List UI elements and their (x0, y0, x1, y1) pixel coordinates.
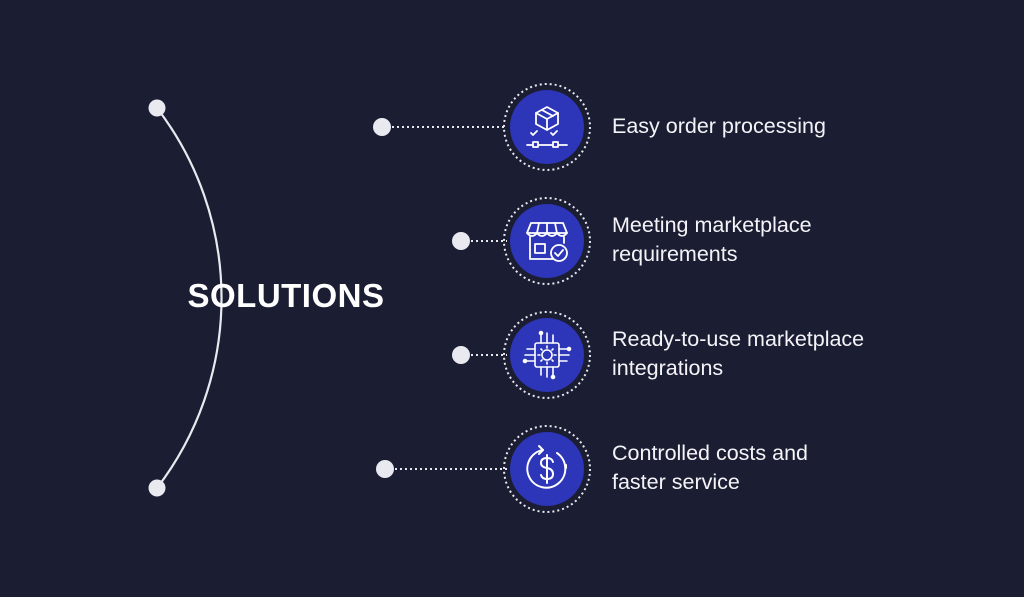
icon-badge-3 (503, 311, 591, 399)
label-line: Controlled costs and (612, 441, 808, 465)
arc-end-dot-top (148, 99, 166, 117)
icon-badge-1 (503, 83, 591, 171)
connector-1 (373, 118, 507, 136)
diagram-title: SOLUTIONS (187, 277, 385, 314)
arc-end-dot-bottom (148, 479, 166, 497)
box-conveyor-icon (526, 106, 568, 148)
chip-gear-icon (522, 330, 572, 380)
solution-label-2: Meeting marketplace requirements (612, 211, 942, 269)
solutions-arc (156, 107, 223, 489)
connector-3 (452, 346, 507, 364)
icon-badge-2 (503, 197, 591, 285)
solution-label-1: Easy order processing (612, 112, 942, 141)
label-line: Meeting marketplace (612, 213, 812, 237)
label-line: Easy order processing (612, 114, 826, 138)
connector-4 (376, 460, 507, 478)
connector-dot-4 (376, 460, 394, 478)
connector-dot-3 (452, 346, 470, 364)
storefront-check-icon (526, 222, 568, 262)
connector-dot-1 (373, 118, 391, 136)
label-line: requirements (612, 242, 738, 266)
connector-2 (452, 232, 507, 250)
label-line: integrations (612, 356, 724, 380)
connector-dot-2 (452, 232, 470, 250)
solution-label-3: Ready-to-use marketplace integrations (612, 325, 942, 383)
label-line: Ready-to-use marketplace (612, 327, 865, 351)
icon-badge-4 (503, 425, 591, 513)
solution-label-4: Controlled costs and faster service (612, 439, 942, 497)
label-line: faster service (612, 470, 740, 494)
dollar-cycle-icon (526, 445, 567, 489)
